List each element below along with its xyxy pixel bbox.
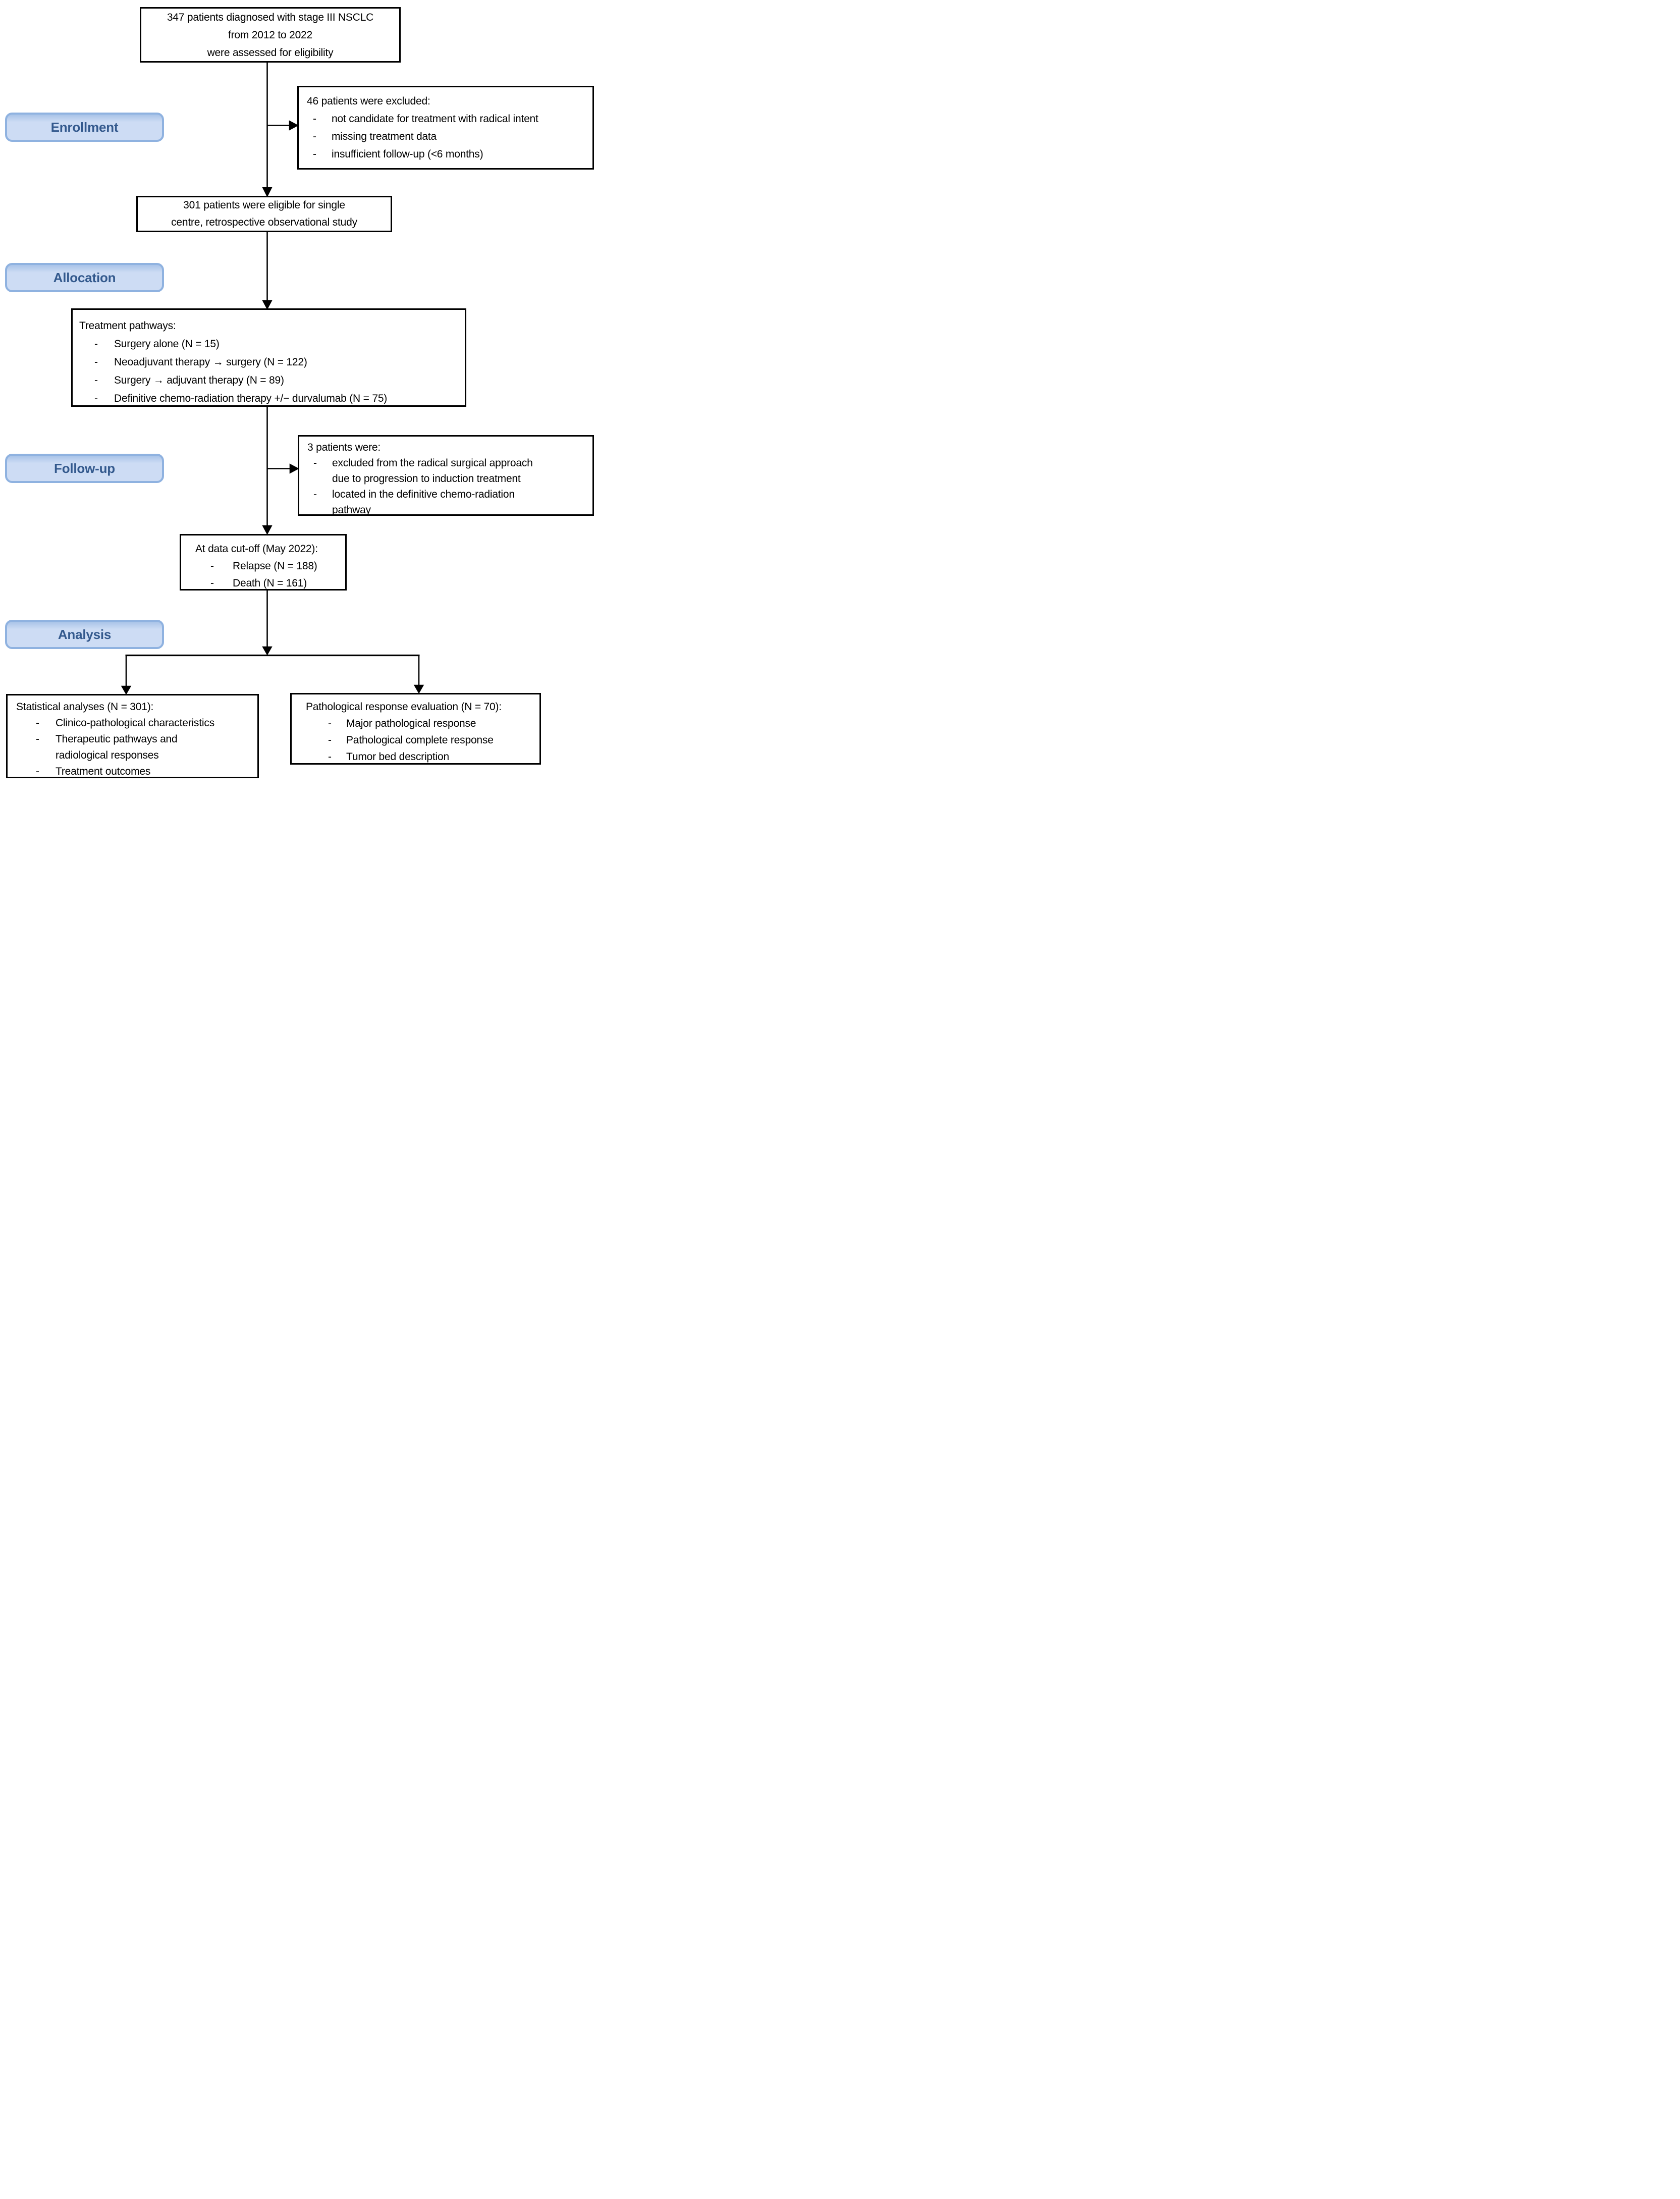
bullet-dash: - xyxy=(328,751,332,763)
box-treatment-pathways: Treatment pathways: - Surgery alone (N =… xyxy=(71,308,466,407)
eligible-line: 301 patients were eligible for single xyxy=(183,199,345,211)
list-item: - Major pathological response xyxy=(328,715,536,732)
box-eligible-patients: 301 patients were eligible for single ce… xyxy=(136,196,392,232)
bullet-dash: - xyxy=(36,717,39,729)
list-item-text: Neoadjuvant therapy → surgery (N = 122) xyxy=(114,356,307,368)
bullet-dash: - xyxy=(313,131,316,142)
list-item-text: not candidate for treatment with radical… xyxy=(332,113,538,125)
list-item-text: Clinico-pathological characteristics xyxy=(56,717,214,729)
list-item-text: radiological responses xyxy=(56,749,159,761)
arrowhead-to-statistical xyxy=(121,685,132,695)
bullet-dash: - xyxy=(36,766,39,777)
arrowhead-to-pathological xyxy=(413,684,424,694)
stage-badge-enrollment: Enrollment xyxy=(5,113,164,142)
list-item: - insufficient follow-up (<6 months) xyxy=(313,145,588,163)
bullet-dash: - xyxy=(313,113,316,125)
list-item: - Pathological complete response xyxy=(328,732,536,748)
box-pathological-response: Pathological response evaluation (N = 70… xyxy=(290,693,541,765)
list-item-text: Major pathological response xyxy=(346,718,476,729)
list-item: - Therapeutic pathways and radiological … xyxy=(36,731,254,764)
bullet-dash: - xyxy=(210,577,214,589)
pathways-list: - Surgery alone (N = 15) - Neoadjuvant t… xyxy=(94,335,461,408)
stage-label-allocation: Allocation xyxy=(53,270,116,285)
list-item-text: located in the definitive chemo-radiatio… xyxy=(332,489,515,500)
list-item: - located in the definitive chemo-radiat… xyxy=(313,487,588,518)
list-item: - not candidate for treatment with radic… xyxy=(313,110,588,128)
list-item-text: Pathological complete response xyxy=(346,734,494,746)
list-item: - Clinico-pathological characteristics xyxy=(36,715,254,731)
stage-badge-followup: Follow-up xyxy=(5,454,164,483)
arrowhead-to-followup-excluded xyxy=(289,463,299,474)
arrowhead-to-excluded xyxy=(289,120,299,131)
bullet-dash: - xyxy=(313,457,317,469)
list-item: - Death (N = 161) xyxy=(210,575,342,592)
statistical-list: - Clinico-pathological characteristics -… xyxy=(36,715,254,780)
box-statistical-analyses: Statistical analyses (N = 301): - Clinic… xyxy=(6,694,259,778)
arrowhead-to-eligible xyxy=(262,187,273,197)
bullet-dash: - xyxy=(94,374,98,386)
list-item: - Surgery alone (N = 15) xyxy=(94,335,461,353)
eligible-line: centre, retrospective observational stud… xyxy=(171,217,357,228)
list-item-text: Death (N = 161) xyxy=(233,577,307,589)
list-item: - missing treatment data xyxy=(313,128,588,145)
excluded-heading: 46 patients were excluded: xyxy=(307,95,430,107)
bullet-dash: - xyxy=(313,148,316,160)
list-item: - Tumor bed description xyxy=(328,748,536,765)
bullet-dash: - xyxy=(94,393,98,404)
bullet-dash: - xyxy=(36,733,39,745)
bullet-dash: - xyxy=(313,489,317,500)
stage-badge-analysis: Analysis xyxy=(5,620,164,649)
bullet-dash: - xyxy=(328,718,332,729)
arrowhead-to-pathways xyxy=(262,300,273,310)
list-item-text: excluded from the radical surgical appro… xyxy=(332,457,533,469)
list-item-text: Tumor bed description xyxy=(346,751,449,763)
list-item: - Neoadjuvant therapy → surgery (N = 122… xyxy=(94,353,461,371)
pathways-heading: Treatment pathways: xyxy=(79,320,176,332)
cutoff-heading: At data cut-off (May 2022): xyxy=(195,543,318,555)
list-item-text: Surgery → adjuvant therapy (N = 89) xyxy=(114,374,284,386)
list-item-text: due to progression to induction treatmen… xyxy=(332,473,521,485)
bullet-dash: - xyxy=(94,338,98,350)
pathological-heading: Pathological response evaluation (N = 70… xyxy=(306,701,502,713)
list-item: - Surgery → adjuvant therapy (N = 89) xyxy=(94,371,461,390)
list-item: - Relapse (N = 188) xyxy=(210,558,342,575)
list-item-text: Relapse (N = 188) xyxy=(233,560,317,572)
list-item-text: missing treatment data xyxy=(332,131,437,142)
list-item: - Definitive chemo-radiation therapy +/−… xyxy=(94,390,461,408)
box-assessed-for-eligibility: 347 patients diagnosed with stage III NS… xyxy=(140,7,401,63)
box-followup-excluded: 3 patients were: - excluded from the rad… xyxy=(298,435,594,516)
bullet-dash: - xyxy=(94,356,98,368)
assessed-line: from 2012 to 2022 xyxy=(228,29,313,41)
flow-connectors xyxy=(121,63,424,695)
stage-label-analysis: Analysis xyxy=(58,626,112,642)
list-item: - excluded from the radical surgical app… xyxy=(313,455,588,487)
list-item-text: Therapeutic pathways and xyxy=(56,733,178,745)
statistical-heading: Statistical analyses (N = 301): xyxy=(16,701,154,713)
excluded-list: - not candidate for treatment with radic… xyxy=(313,110,588,163)
followup-excluded-list: - excluded from the radical surgical app… xyxy=(313,455,588,518)
bullet-dash: - xyxy=(328,734,332,746)
list-item-text: Definitive chemo-radiation therapy +/− d… xyxy=(114,393,388,404)
flow-diagram: Enrollment Allocation Follow-up Analysis… xyxy=(0,0,596,780)
arrowhead-to-cutoff xyxy=(262,525,273,535)
arrowhead-to-split xyxy=(262,646,273,656)
cutoff-list: - Relapse (N = 188) - Death (N = 161) xyxy=(210,558,342,592)
assessed-line: 347 patients diagnosed with stage III NS… xyxy=(167,11,374,23)
followup-excluded-heading: 3 patients were: xyxy=(307,442,381,453)
list-item: - Treatment outcomes xyxy=(36,764,254,780)
box-data-cutoff: At data cut-off (May 2022): - Relapse (N… xyxy=(180,534,347,591)
stage-badge-allocation: Allocation xyxy=(5,263,164,292)
list-item-text: insufficient follow-up (<6 months) xyxy=(332,148,483,160)
box-excluded-enrollment: 46 patients were excluded: - not candida… xyxy=(297,86,594,170)
assessed-line: were assessed for eligibility xyxy=(207,46,334,59)
list-item-text: Surgery alone (N = 15) xyxy=(114,338,220,350)
bullet-dash: - xyxy=(210,560,214,572)
stage-label-followup: Follow-up xyxy=(54,460,115,476)
list-item-text: pathway xyxy=(332,504,371,516)
pathological-list: - Major pathological response - Patholog… xyxy=(328,715,536,765)
stage-label-enrollment: Enrollment xyxy=(50,119,119,135)
list-item-text: Treatment outcomes xyxy=(56,766,151,777)
